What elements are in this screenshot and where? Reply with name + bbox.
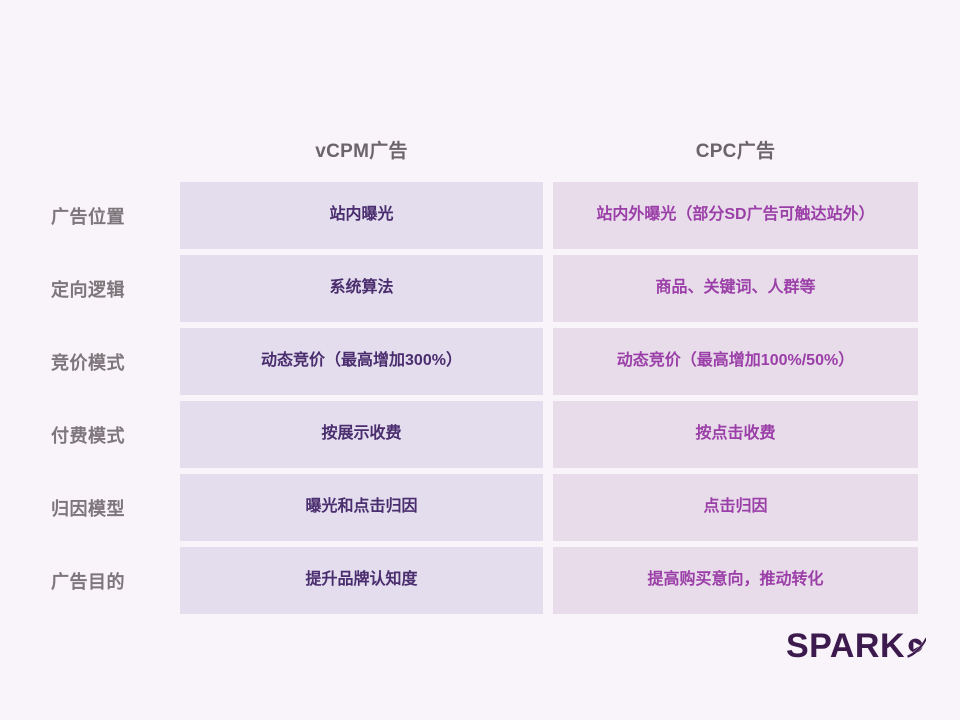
logo-wordmark: SPARK	[786, 627, 905, 665]
cell-cpc-ad-placement: 站内外曝光（部分SD广告可触达站外）	[553, 182, 918, 249]
comparison-table: 广告位置 站内曝光 站内外曝光（部分SD广告可触达站外） 定向逻辑 系统算法 商…	[0, 182, 960, 614]
row-label-bidding-mode: 竞价模式	[51, 352, 125, 373]
row-label-payment-mode: 付费模式	[51, 425, 125, 446]
cell-cpc-attribution-model: 点击归因	[553, 474, 918, 541]
cell-vcpm-targeting-logic: 系统算法	[180, 255, 543, 322]
row-label-targeting-logic: 定向逻辑	[51, 279, 125, 300]
row-label-ad-placement: 广告位置	[51, 206, 125, 227]
column-gap	[543, 255, 553, 322]
cell-cpc-targeting-logic: 商品、关键词、人群等	[553, 255, 918, 322]
cell-vcpm-bidding-mode: 动态竞价（最高增加300%）	[180, 328, 543, 395]
column-gap	[543, 328, 553, 395]
cell-vcpm-ad-objective: 提升品牌认知度	[180, 547, 543, 614]
column-gap	[543, 182, 553, 249]
column-gap	[543, 474, 553, 541]
column-header-cpc: CPC广告	[695, 140, 776, 162]
cell-vcpm-payment-mode: 按展示收费	[180, 401, 543, 468]
cell-cpc-payment-mode: 按点击收费	[553, 401, 918, 468]
cell-cpc-bidding-mode: 动态竞价（最高增加100%/50%）	[553, 328, 918, 395]
cell-vcpm-attribution-model: 曝光和点击归因	[180, 474, 543, 541]
table-row: 归因模型 曝光和点击归因 点击归因	[0, 474, 960, 541]
column-header-vcpm: vCPM广告	[315, 140, 408, 162]
cell-cpc-ad-objective: 提高购买意向，推动转化	[553, 547, 918, 614]
table-row: 定向逻辑 系统算法 商品、关键词、人群等	[0, 255, 960, 322]
spark-orb-icon	[907, 637, 926, 658]
table-row: 竞价模式 动态竞价（最高增加300%） 动态竞价（最高增加100%/50%）	[0, 328, 960, 395]
column-gap	[543, 547, 553, 614]
row-label-attribution-model: 归因模型	[51, 498, 125, 519]
row-label-ad-objective: 广告目的	[51, 571, 125, 592]
cell-vcpm-ad-placement: 站内曝光	[180, 182, 543, 249]
brand-logo: SPARK	[786, 620, 926, 672]
column-gap	[543, 401, 553, 468]
table-row: 付费模式 按展示收费 按点击收费	[0, 401, 960, 468]
table-row: 广告目的 提升品牌认知度 提高购买意向，推动转化	[0, 547, 960, 614]
table-header-row: vCPM广告 CPC广告	[0, 128, 960, 176]
table-row: 广告位置 站内曝光 站内外曝光（部分SD广告可触达站外）	[0, 182, 960, 249]
